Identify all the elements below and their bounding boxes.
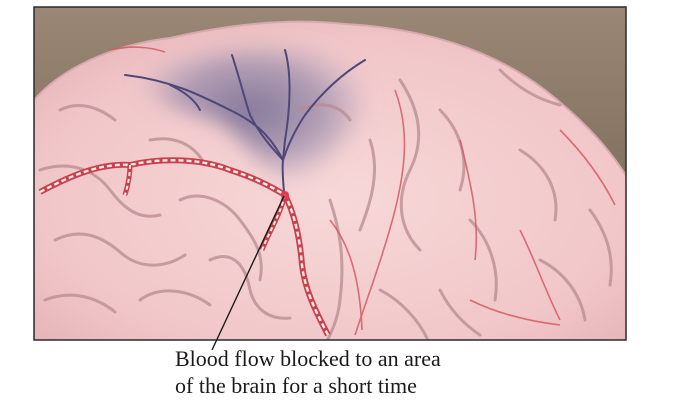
leader-line bbox=[211, 195, 285, 351]
blocked-artery bbox=[38, 157, 331, 337]
caption-line-2: of the brain for a short time bbox=[175, 373, 417, 398]
ischemic-area bbox=[135, 46, 366, 190]
brain-sulci bbox=[38, 68, 613, 340]
ischemic-vessels bbox=[124, 49, 366, 193]
caption-line-1: Blood flow blocked to an area bbox=[175, 346, 441, 371]
surface-arteries bbox=[109, 46, 616, 336]
illustration-frame bbox=[33, 6, 627, 341]
blockage-point bbox=[281, 191, 289, 199]
